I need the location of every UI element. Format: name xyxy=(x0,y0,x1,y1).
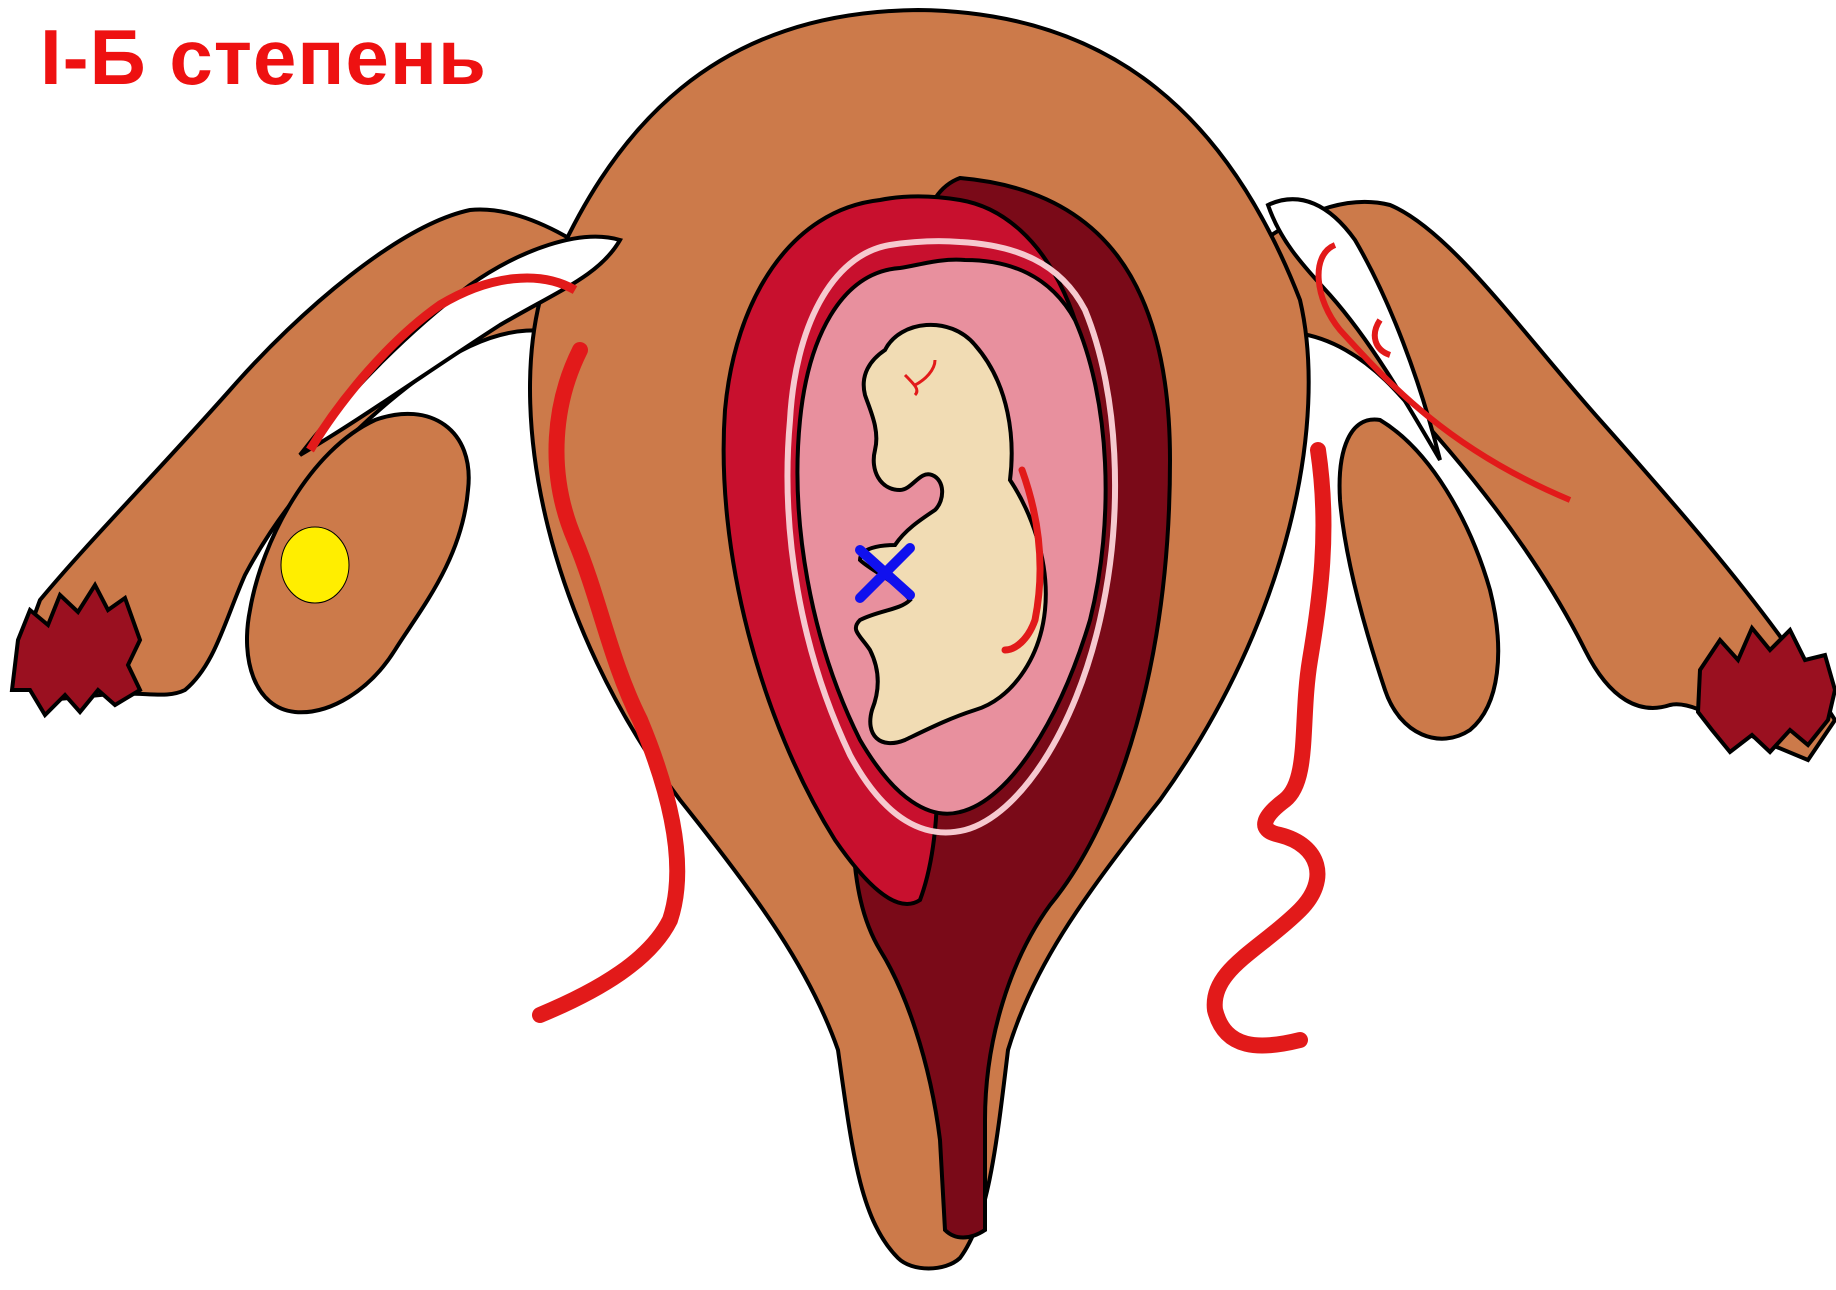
fimbria-right xyxy=(1698,628,1835,752)
corpus-luteum xyxy=(281,527,349,603)
